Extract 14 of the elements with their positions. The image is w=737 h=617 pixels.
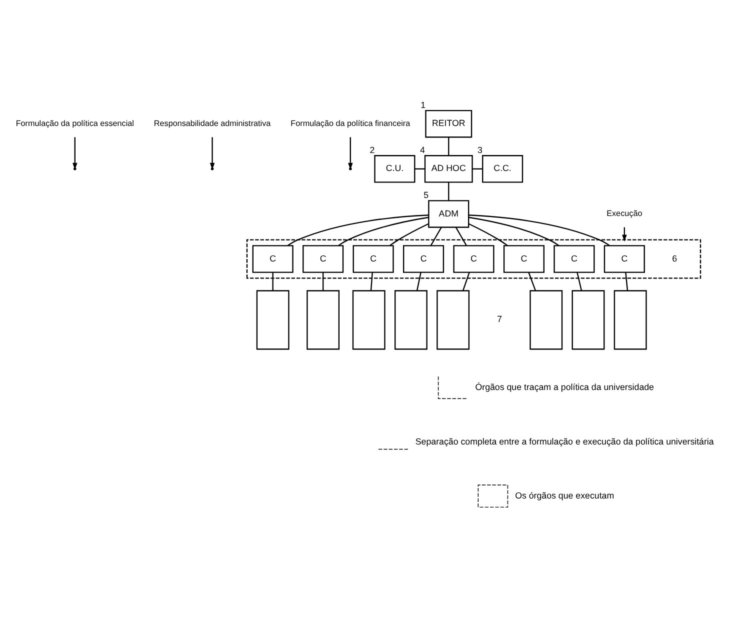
node-text: Formulação da política essencial <box>16 118 134 128</box>
node-label: 1 <box>420 100 426 110</box>
legend-label: Os órgãos que executam <box>515 490 614 500</box>
node-text: Responsabilidade administrativa <box>154 118 271 128</box>
label: 7 <box>497 314 502 324</box>
node-label: 5 <box>424 190 429 200</box>
node-text: Execução <box>606 209 642 218</box>
node-label: 2 <box>370 145 375 156</box>
legend-label: Órgãos que traçam a política da universidade <box>475 382 654 392</box>
legend-label: Separação completa entre a formulação e execução da política universitária <box>415 436 714 446</box>
node-label: 3 <box>478 145 482 156</box>
node-label: 6 <box>672 253 678 264</box>
node-label: 4 <box>420 145 425 156</box>
node-text: Formulação da política financeira <box>290 118 410 128</box>
